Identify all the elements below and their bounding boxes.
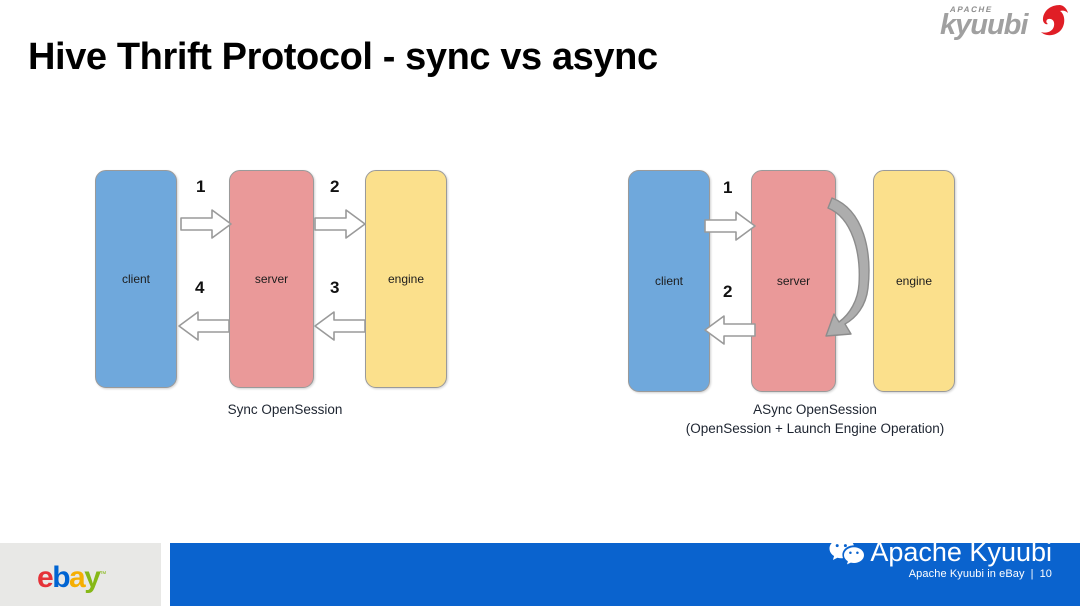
wechat-icon	[829, 539, 865, 565]
ebay-logo: ebay™	[37, 560, 106, 593]
node-engine-label: engine	[387, 272, 425, 286]
node-engine: engine	[873, 170, 955, 392]
ebay-letter-a: a	[69, 561, 86, 594]
arrow-label-4: 4	[195, 278, 205, 297]
page-title: Hive Thrift Protocol - sync vs async	[28, 36, 658, 78]
node-client-label: client	[654, 274, 683, 288]
block-arrow-left-2	[704, 315, 756, 345]
ebay-letter-b: b	[52, 561, 70, 594]
ebay-trademark-mark: ™	[99, 571, 107, 578]
node-engine-label: engine	[895, 274, 933, 288]
footer-logo-panel	[0, 543, 161, 606]
footer-separator: |	[1030, 568, 1034, 580]
block-arrow-left-4	[178, 311, 230, 341]
node-client-label: client	[121, 272, 150, 286]
caption-line-1: Sync OpenSession	[227, 402, 343, 417]
caption-line-1: ASync OpenSession	[753, 402, 877, 417]
node-server: server	[751, 170, 836, 392]
diagram-async-caption: ASync OpenSession (OpenSession + Launch …	[615, 400, 1015, 438]
footer-brand-subtitle: Apache Kyuubi in eBay | 10	[828, 568, 1052, 580]
footer-page-number: 10	[1039, 568, 1052, 580]
node-client: client	[95, 170, 177, 388]
curved-loop-arrow-icon	[825, 197, 870, 337]
block-arrow-left-3	[314, 311, 366, 341]
logo-kyuubi-label: kyuubi	[940, 9, 1028, 41]
ebay-letter-y: y	[84, 561, 101, 594]
node-client: client	[628, 170, 710, 392]
ebay-letter-e: e	[37, 561, 54, 594]
block-arrow-right-2	[314, 209, 366, 239]
node-server: server	[229, 170, 314, 388]
footer-bar	[170, 543, 1080, 606]
node-engine: engine	[365, 170, 447, 388]
footer-brand-title: Apache Kyuubi	[870, 537, 1052, 567]
arrow-label-2: 2	[330, 177, 340, 196]
caption-line-2: (OpenSession + Launch Engine Operation)	[685, 421, 945, 436]
apache-kyuubi-logo: APACHE kyuubi	[922, 2, 1072, 44]
arrow-label-2: 2	[723, 282, 733, 301]
arrow-label-3: 3	[330, 278, 340, 297]
block-arrow-right-1	[180, 209, 232, 239]
arrow-label-1: 1	[723, 178, 733, 197]
footer-deck-name: Apache Kyuubi in eBay	[908, 568, 1025, 580]
footer-brand: Apache Kyuubi Apache Kyuubi in eBay | 10	[828, 537, 1052, 580]
fox-swoosh-icon	[1041, 5, 1068, 36]
diagram-sync-caption: Sync OpenSession	[85, 400, 485, 419]
node-server-label: server	[776, 274, 811, 288]
block-arrow-right-1	[704, 211, 756, 241]
arrow-label-1: 1	[196, 177, 206, 196]
node-server-label: server	[254, 272, 289, 286]
